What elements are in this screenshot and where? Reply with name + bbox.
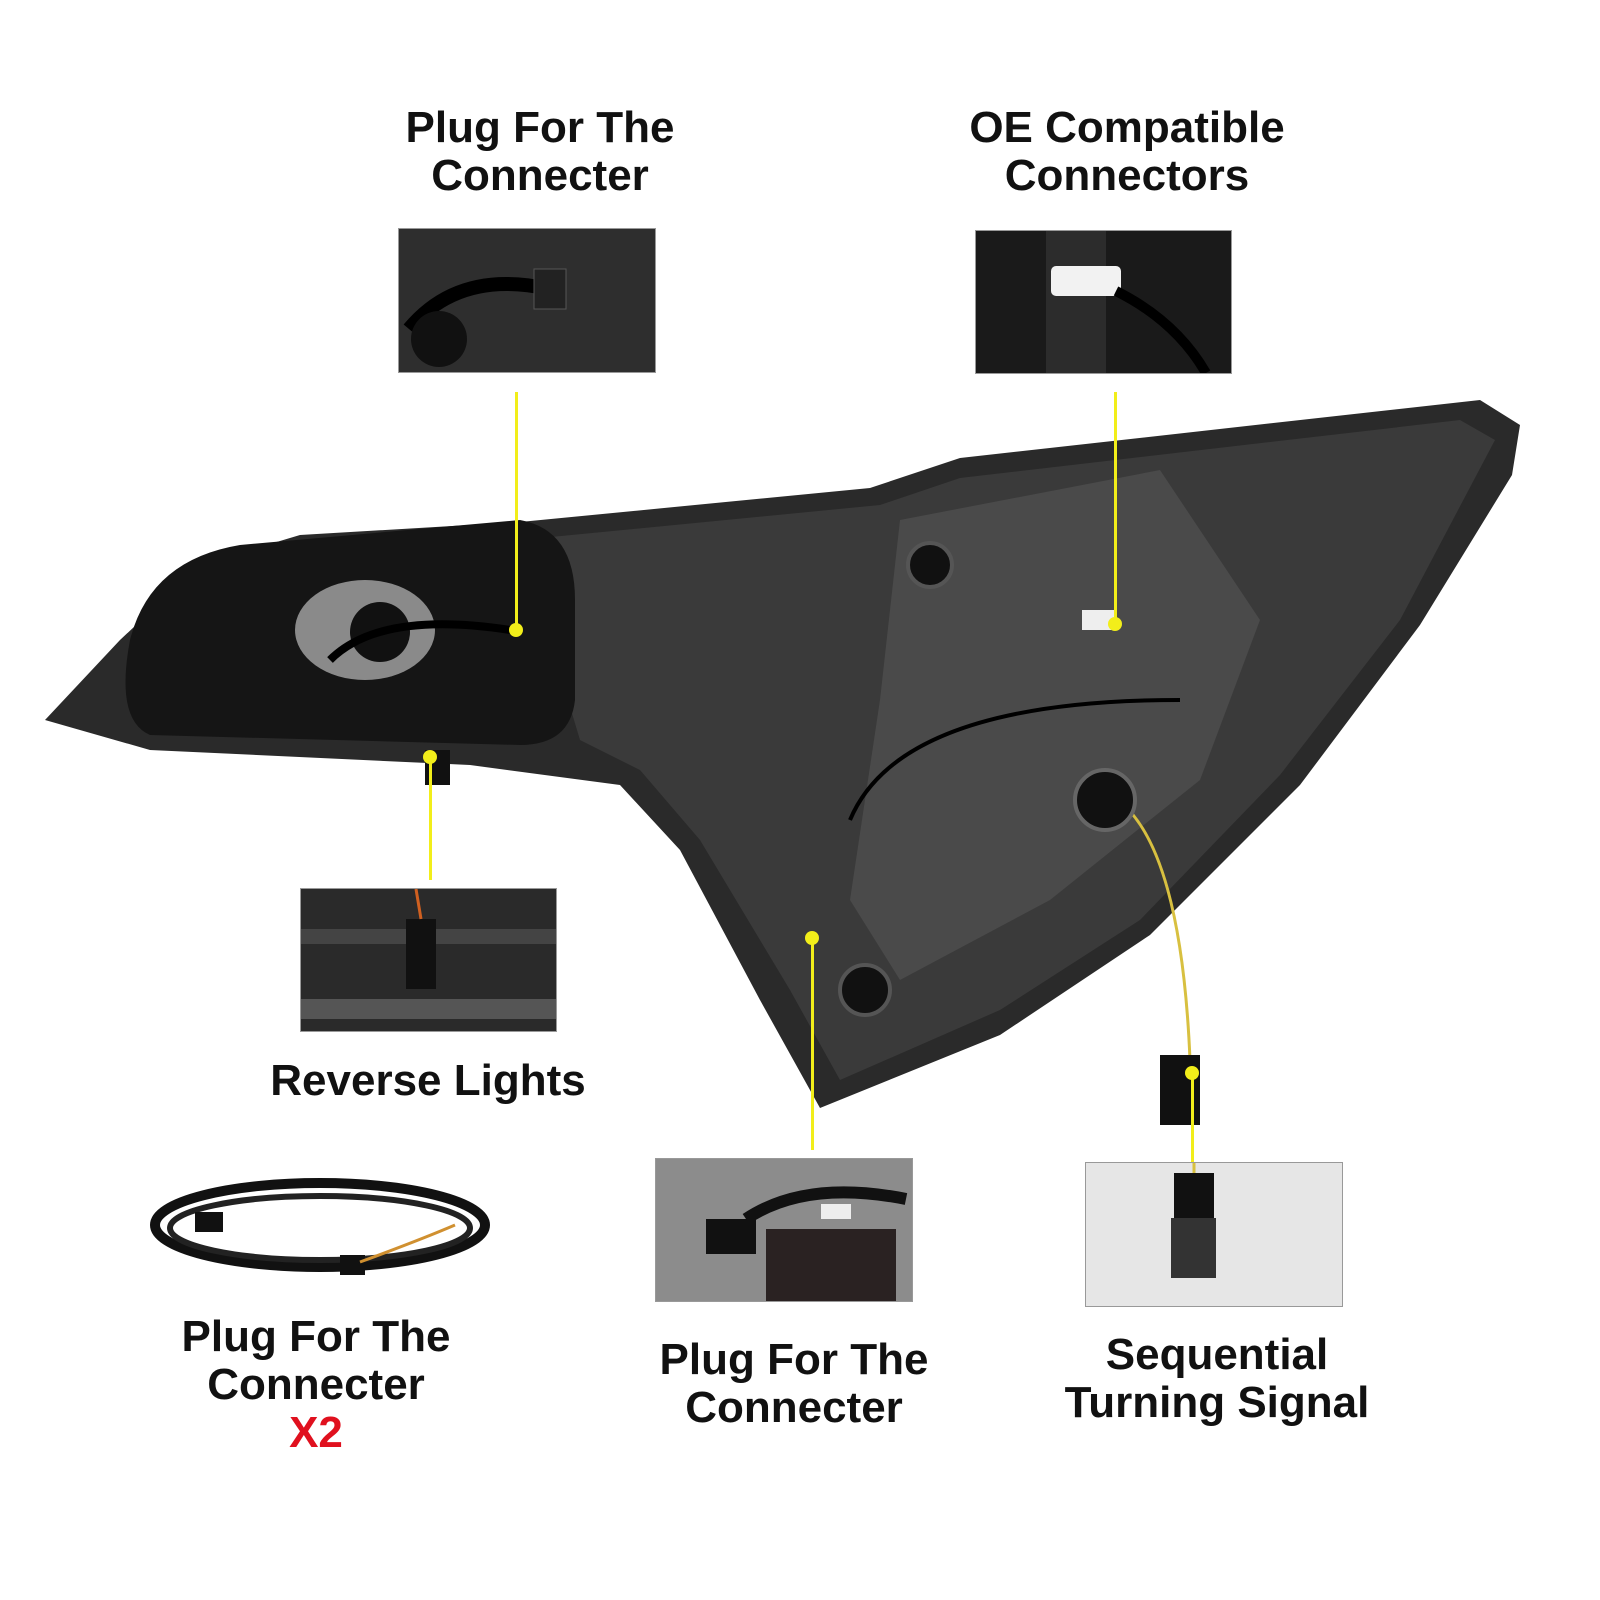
leader-dot-reverse <box>423 750 437 764</box>
inset-photo-oe-connectors <box>975 230 1232 374</box>
label-oe-connectors: OE Compatible Connectors <box>969 104 1284 200</box>
label-line: OE Compatible <box>969 103 1285 152</box>
label-plug-top: Plug For The Connecter <box>406 104 675 200</box>
inset-photo-plug-bottom <box>655 1158 913 1302</box>
quantity-label: X2 <box>289 1408 343 1457</box>
housing-panel <box>850 470 1260 980</box>
leader-dot-bottom-right <box>1185 1066 1199 1080</box>
inset-photo-sequential-signal <box>1085 1162 1343 1307</box>
leader-line-top-left <box>515 392 518 632</box>
wire-harness <box>327 620 511 663</box>
leader-line-top-right <box>1114 392 1117 624</box>
leader-dot-top-left <box>509 623 523 637</box>
label-line: Plug For The <box>405 103 675 152</box>
label-line: Sequential <box>1105 1330 1329 1379</box>
label-line: Turning Signal <box>1064 1378 1370 1427</box>
label-line: Connectors <box>1004 151 1250 200</box>
leader-line-reverse <box>429 757 432 880</box>
label-plug-bottom: Plug For The Connecter <box>660 1336 929 1432</box>
label-reverse-lights: Reverse Lights <box>270 1056 586 1105</box>
inset-photo-plug-top <box>398 228 656 373</box>
leader-line-bottom-right <box>1191 1073 1194 1163</box>
inset-photo-reverse-lights <box>300 888 557 1032</box>
label-line: Connecter <box>207 1360 425 1409</box>
label-line: Connecter <box>431 151 649 200</box>
label-line: Connecter <box>685 1383 903 1432</box>
label-sequential-signal: Sequential Turning Signal <box>1065 1331 1370 1427</box>
leader-line-bottom-middle <box>811 938 814 1150</box>
label-plug-harness: Plug For The Connecter X2 <box>182 1313 451 1457</box>
leader-dot-bottom-middle <box>805 931 819 945</box>
leader-dot-top-right <box>1108 617 1122 631</box>
label-line: Plug For The <box>181 1312 451 1361</box>
label-line: Plug For The <box>659 1335 929 1384</box>
